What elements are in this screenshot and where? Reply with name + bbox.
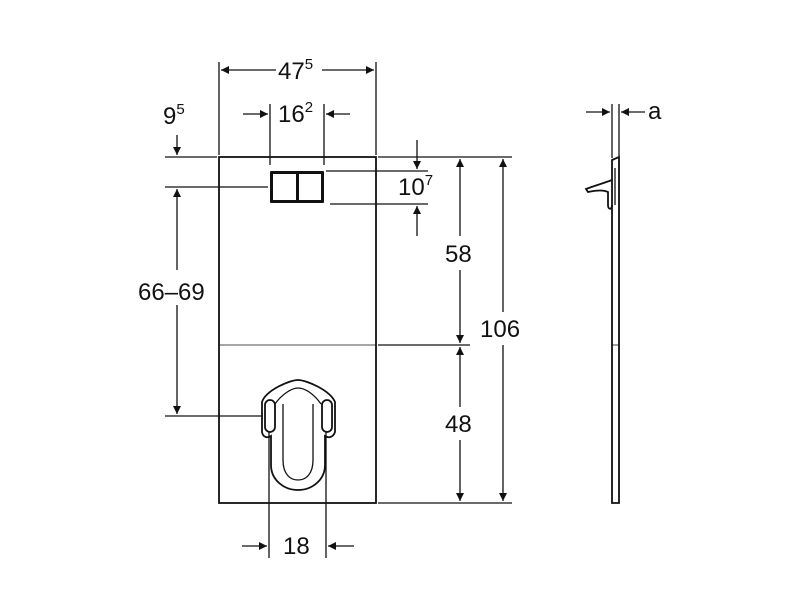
dim-button-height: 107 xyxy=(326,140,433,236)
dim-width-main: 475 xyxy=(218,56,377,155)
side-view xyxy=(584,155,620,504)
flush-button-plate xyxy=(270,171,324,203)
dim-heights: 58 48 106 xyxy=(378,156,520,504)
dim-button-height-label: 107 xyxy=(398,172,433,201)
dim-width-main-label: 475 xyxy=(278,56,313,85)
dim-width-button-label: 162 xyxy=(278,99,313,128)
dim-bottom-section-label: 48 xyxy=(445,411,472,438)
dim-button-to-bowl: 66–69 xyxy=(138,186,268,417)
dim-side-thickness: a xyxy=(586,98,662,158)
bowl-mount-outline xyxy=(261,379,336,491)
dim-bolt-spacing: 18 xyxy=(242,432,354,560)
dim-total-height-label: 106 xyxy=(480,316,520,343)
dim-side-thickness-label: a xyxy=(648,98,662,125)
dim-bolt-spacing-label: 18 xyxy=(283,533,310,560)
dim-top-offset-label: 95 xyxy=(163,101,185,130)
dim-width-button: 162 xyxy=(243,99,350,165)
dim-button-to-bowl-label: 66–69 xyxy=(138,279,205,306)
dim-top-offset: 95 xyxy=(163,101,217,158)
dim-top-section-label: 58 xyxy=(445,241,472,268)
front-panel xyxy=(218,156,377,504)
